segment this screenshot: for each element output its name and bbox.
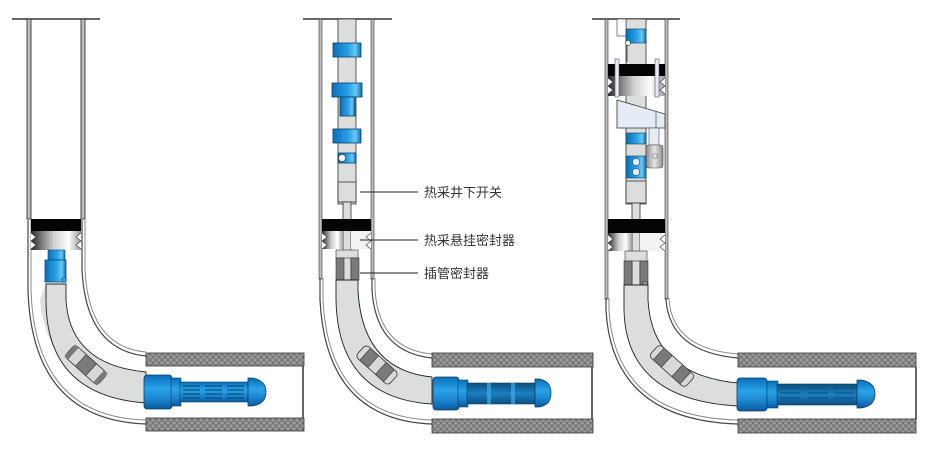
- blue-collar: [625, 132, 647, 145]
- centralizer: [650, 345, 694, 387]
- formation-top: [145, 352, 305, 367]
- bent-pipe: [335, 279, 433, 405]
- port-2: [632, 168, 640, 176]
- wedge-diverter: [616, 99, 666, 129]
- casing-bend-outer-2: [608, 298, 739, 421]
- casing-bend-outer-2: [30, 220, 147, 421]
- switch-body: [625, 180, 647, 204]
- casing: [26, 18, 86, 220]
- downhole-switch-ports: [625, 155, 647, 179]
- formation-bottom: [431, 418, 594, 434]
- label-stinger-seal: 插管密封器: [424, 266, 489, 282]
- casing-bend-inner: [81, 220, 147, 357]
- bypass-line: [616, 18, 627, 37]
- side-pocket: [648, 127, 660, 146]
- stinger-rod: [631, 202, 641, 289]
- label-downhole-switch: 热采井下开关: [424, 186, 502, 201]
- casing-bend-outer-2: [322, 278, 433, 421]
- port-1: [632, 158, 640, 166]
- panel-2: 热采井下开关 热采悬挂密封器 插管密封器: [303, 18, 594, 434]
- casing-bend-inner: [371, 278, 433, 359]
- casing-bend-outer: [605, 298, 739, 425]
- panel-3: [592, 18, 917, 434]
- side-valve: [645, 144, 664, 169]
- screen-tool: [432, 376, 552, 411]
- formation-top: [737, 352, 917, 368]
- side-valve-port: [652, 153, 658, 159]
- casing-bend-outer: [27, 220, 147, 425]
- formation-bottom: [737, 418, 917, 434]
- centralizer: [356, 345, 398, 385]
- centralizer: [64, 344, 108, 386]
- label-hanger-seal: 热采悬挂密封器: [424, 233, 515, 249]
- screen-tool: [736, 377, 876, 412]
- packer: [30, 219, 82, 250]
- casing-bend-inner: [665, 298, 739, 359]
- blue-connector: [44, 249, 67, 283]
- downhole-switch-body: [337, 181, 357, 203]
- casing-bend-inner-2: [374, 278, 433, 355]
- formation-bottom: [145, 417, 305, 432]
- lower-packer: [607, 219, 666, 252]
- panel-1: [12, 18, 305, 432]
- screen-tool: [143, 374, 267, 410]
- casing-bend-inner-2: [668, 298, 739, 355]
- valve-dot: [625, 40, 631, 46]
- blue-collar-top: [625, 28, 647, 44]
- label-leaders: [360, 191, 418, 274]
- upper-packer: [607, 58, 666, 98]
- formation-top: [431, 352, 594, 368]
- blue-collars: [331, 42, 363, 164]
- casing-bend-inner-2: [84, 220, 147, 353]
- casing-bend-outer: [319, 278, 433, 425]
